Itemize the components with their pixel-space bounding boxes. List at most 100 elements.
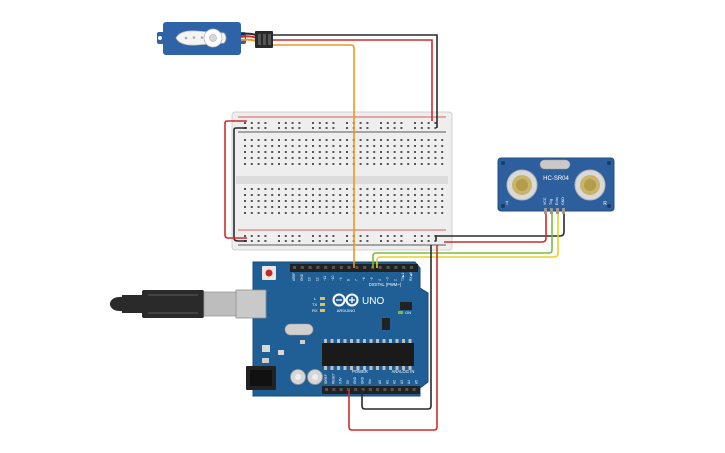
breadboard-hole (250, 122, 253, 124)
breadboard-hole (400, 163, 403, 165)
header-pin (390, 388, 394, 391)
breadboard-hole (244, 163, 246, 165)
header-pins (293, 266, 416, 391)
breadboard-hole (332, 157, 335, 159)
power-pin-label: Vin (368, 379, 372, 384)
breadboard-hole (393, 163, 396, 165)
breadboard-hole (291, 240, 294, 242)
breadboard-hole (284, 151, 287, 153)
breadboard-hole (380, 188, 382, 190)
breadboard-hole (318, 163, 321, 165)
chip-pin (330, 339, 334, 343)
breadboard-hole (250, 157, 253, 159)
breadboard-hole (366, 157, 369, 159)
chip-pin (382, 366, 386, 370)
header-pin (378, 266, 382, 269)
breadboard-hole (393, 122, 396, 124)
breadboard-hole (407, 188, 410, 190)
breadboard-hole (434, 163, 437, 165)
chip-pin (350, 339, 353, 343)
breadboard-hole (325, 127, 328, 129)
breadboard-hole (359, 240, 362, 242)
breadboard-hole (250, 240, 253, 242)
breadboard-hole (386, 145, 389, 147)
breadboard-hole (339, 145, 342, 147)
digital-pin-label: TX▶1 (401, 272, 405, 281)
digital-pin-label: ~11 (323, 276, 327, 281)
breadboard-hole (441, 145, 444, 147)
breadboard-hole (414, 206, 416, 208)
breadboard-hole (257, 200, 260, 202)
breadboard-hole (332, 122, 335, 124)
breadboard-hole (386, 127, 389, 129)
breadboard-hole (325, 200, 328, 202)
breadboard-hole (339, 163, 342, 165)
breadboard-hole (339, 200, 342, 202)
breadboard-hole (434, 139, 437, 141)
breadboard-hole (373, 206, 376, 208)
arduino-power-label: POWER (352, 369, 368, 374)
breadboard-hole (244, 212, 246, 214)
breadboard-hole (366, 235, 369, 237)
breadboard-hole (318, 212, 321, 214)
breadboard-hole (312, 145, 314, 147)
breadboard-hole (250, 127, 253, 129)
breadboard-hole (257, 163, 260, 165)
breadboard-hole (244, 235, 246, 237)
breadboard-hole (244, 206, 246, 208)
breadboard-hole (366, 194, 369, 196)
breadboard-hole (380, 151, 382, 153)
sensor-pin-label-vcc: VCC (543, 197, 547, 205)
breadboard-hole (441, 151, 444, 153)
breadboard-hole (400, 188, 403, 190)
breadboard-hole (366, 212, 369, 214)
breadboard-hole (366, 151, 369, 153)
breadboard-hole (441, 212, 444, 214)
breadboard-hole (407, 200, 410, 202)
power-pin-label: IOREF (324, 374, 328, 384)
breadboard-hole (332, 206, 335, 208)
chip-pin (389, 339, 392, 343)
wire-rail-gnd-left (233, 127, 247, 242)
chip-pin (402, 339, 405, 343)
breadboard-hole (312, 157, 314, 159)
sensor-corner-label-t: T (505, 201, 508, 207)
chip-pin (395, 366, 399, 370)
breadboard-hole (366, 206, 369, 208)
breadboard-hole (359, 145, 362, 147)
sensor-pin-label-gnd: GND (561, 197, 565, 205)
breadboard-hole (291, 212, 294, 214)
breadboard-hole (366, 200, 369, 202)
breadboard-hole (305, 212, 308, 214)
breadboard-hole (257, 188, 260, 190)
sensor-corner-label-r: R (603, 201, 607, 207)
breadboard-hole (420, 145, 423, 147)
digital-pin-label: RX◀0 (409, 272, 413, 281)
header-pin (332, 266, 335, 269)
breadboard-hole (298, 157, 301, 159)
breadboard-hole (318, 206, 321, 208)
breadboard-hole (305, 188, 308, 190)
breadboard-hole (271, 194, 274, 196)
breadboard-hole (278, 240, 280, 242)
breadboard-hole (278, 127, 280, 129)
breadboard-hole (271, 139, 274, 141)
breadboard-hole (264, 206, 267, 208)
breadboard-hole (305, 157, 308, 159)
breadboard-hole (359, 200, 362, 202)
power-pin-label: GND (353, 376, 357, 384)
breadboard-hole (332, 139, 335, 141)
breadboard-hole (366, 122, 369, 124)
breadboard-hole (257, 194, 260, 196)
breadboard-hole (427, 163, 430, 165)
breadboard-hole (264, 240, 267, 242)
header-pin (354, 388, 358, 391)
breadboard-hole (271, 157, 274, 159)
breadboard-hole (359, 206, 362, 208)
breadboard-hole (434, 194, 437, 196)
digital-pin-label: 8 (347, 279, 351, 281)
breadboard-hole (380, 145, 382, 147)
breadboard-hole (312, 127, 314, 129)
breadboard-hole (284, 127, 287, 129)
chip-pin (395, 339, 399, 343)
